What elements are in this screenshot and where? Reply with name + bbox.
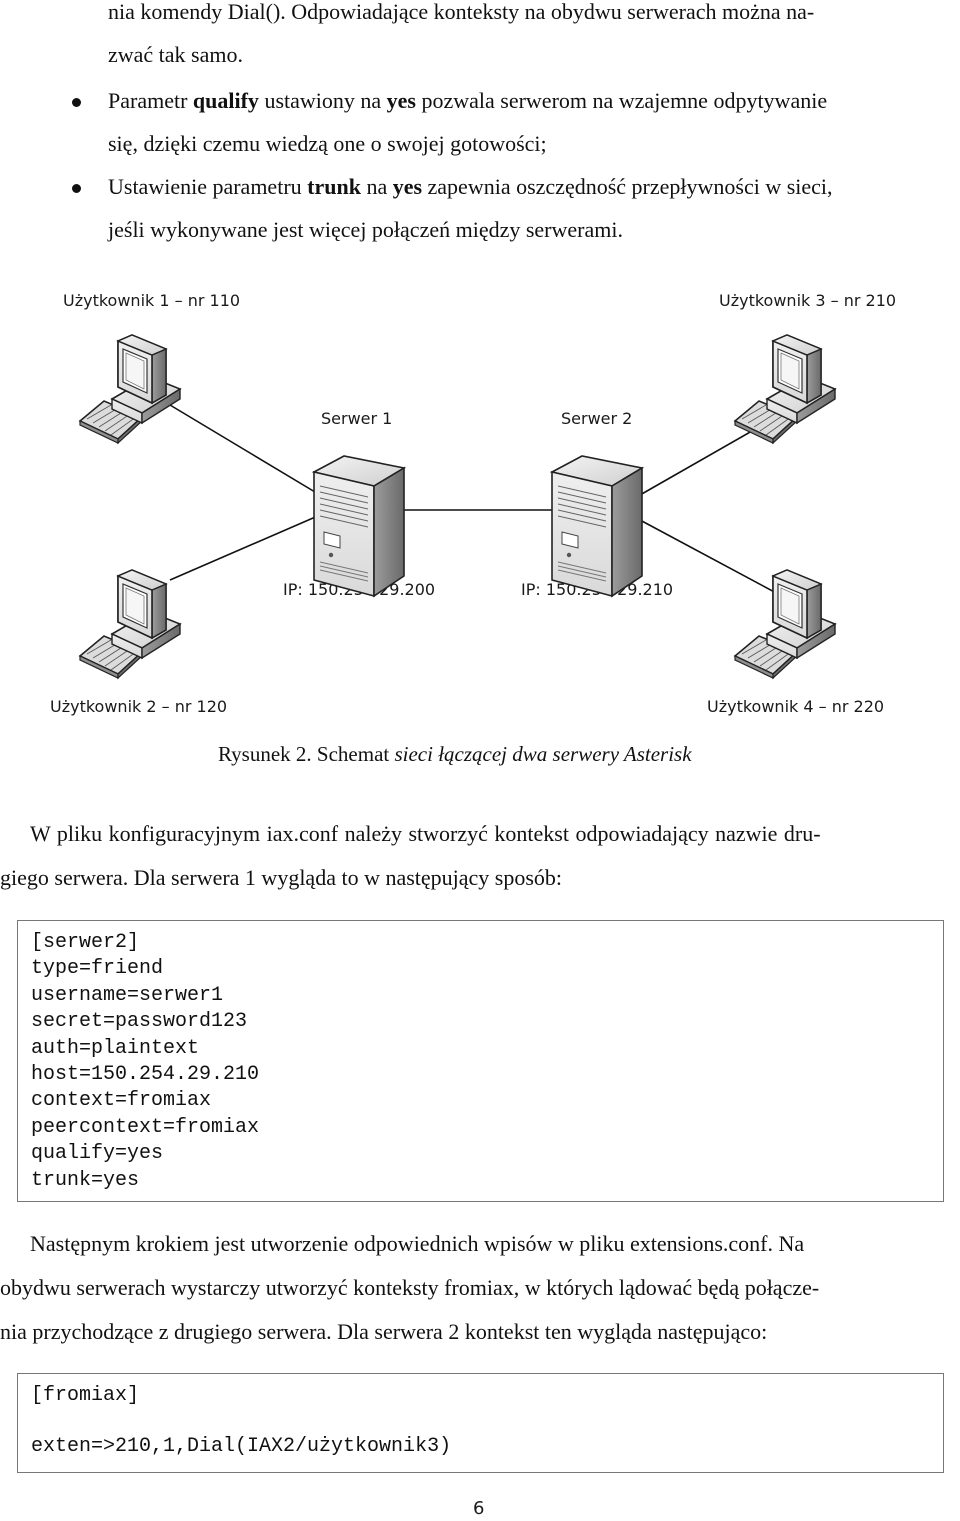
bullet-marker — [72, 98, 81, 107]
intro-line-2: zwać tak samo. — [108, 42, 243, 67]
user3-label: Użytkownik 3 – nr 210 — [719, 291, 897, 310]
para2-line-1: Następnym krokiem jest utworzenie odpowi… — [30, 1231, 805, 1256]
computer-user2-icon — [79, 569, 181, 679]
para2-line-3: nia przychodzące z drugiego serwera. Dla… — [0, 1319, 768, 1344]
computer-user4-icon — [734, 569, 836, 679]
intro-line-1: nia komendy Dial(). Odpowiadające kontek… — [108, 0, 815, 24]
figure-caption: Rysunek 2. Schemat sieci łączącej dwa se… — [218, 742, 692, 767]
user2-label: Użytkownik 2 – nr 120 — [50, 697, 228, 716]
page-number: 6 — [473, 1498, 485, 1519]
para1-line-2: giego serwera. Dla serwera 1 wygląda to … — [0, 865, 563, 890]
server1-icon — [313, 455, 405, 597]
code-block-iax: [serwer2] type=friend username=serwer1 s… — [17, 920, 944, 1202]
bullet-marker — [72, 184, 81, 193]
server2-label: Serwer 2 — [561, 409, 633, 428]
connection-lines — [169, 404, 781, 596]
code-iax-lines: [serwer2] type=friend username=serwer1 s… — [31, 931, 260, 1192]
code-ext-line-1: [fromiax] — [31, 1384, 140, 1407]
bullet-qualify-line-2: się, dzięki czemu wiedzą one o swojej go… — [108, 131, 547, 156]
server1-label: Serwer 1 — [321, 409, 393, 428]
bullet-qualify-line-1: Parametr qualify ustawiony na yes pozwal… — [108, 88, 828, 113]
code-block-extensions: [fromiax] exten=>210,1,Dial(IAX2/użytkow… — [17, 1373, 944, 1473]
bullet-trunk-line-1: Ustawienie parametru trunk na yes zapewn… — [108, 174, 833, 199]
para1-line-1: W pliku konfiguracyjnym iax.conf należy … — [30, 821, 821, 846]
para2-line-2: obydwu serwerach wystarczy utworzyć kont… — [0, 1275, 820, 1300]
diagram-graphics — [79, 334, 836, 679]
code-ext-line-2: exten=>210,1,Dial(IAX2/użytkownik3) — [31, 1435, 452, 1458]
computer-user3-icon — [734, 334, 836, 444]
caption-prefix: Rysunek 2. Schemat — [218, 742, 395, 766]
bullet-trunk-line-2: jeśli wykonywane jest więcej połączeń mi… — [108, 217, 623, 242]
caption-italic: sieci łączącej dwa serwery Asterisk — [394, 742, 692, 766]
user4-label: Użytkownik 4 – nr 220 — [707, 697, 885, 716]
computer-user1-icon — [79, 334, 181, 444]
server2-icon — [551, 455, 643, 597]
user1-label: Użytkownik 1 – nr 110 — [63, 291, 241, 310]
